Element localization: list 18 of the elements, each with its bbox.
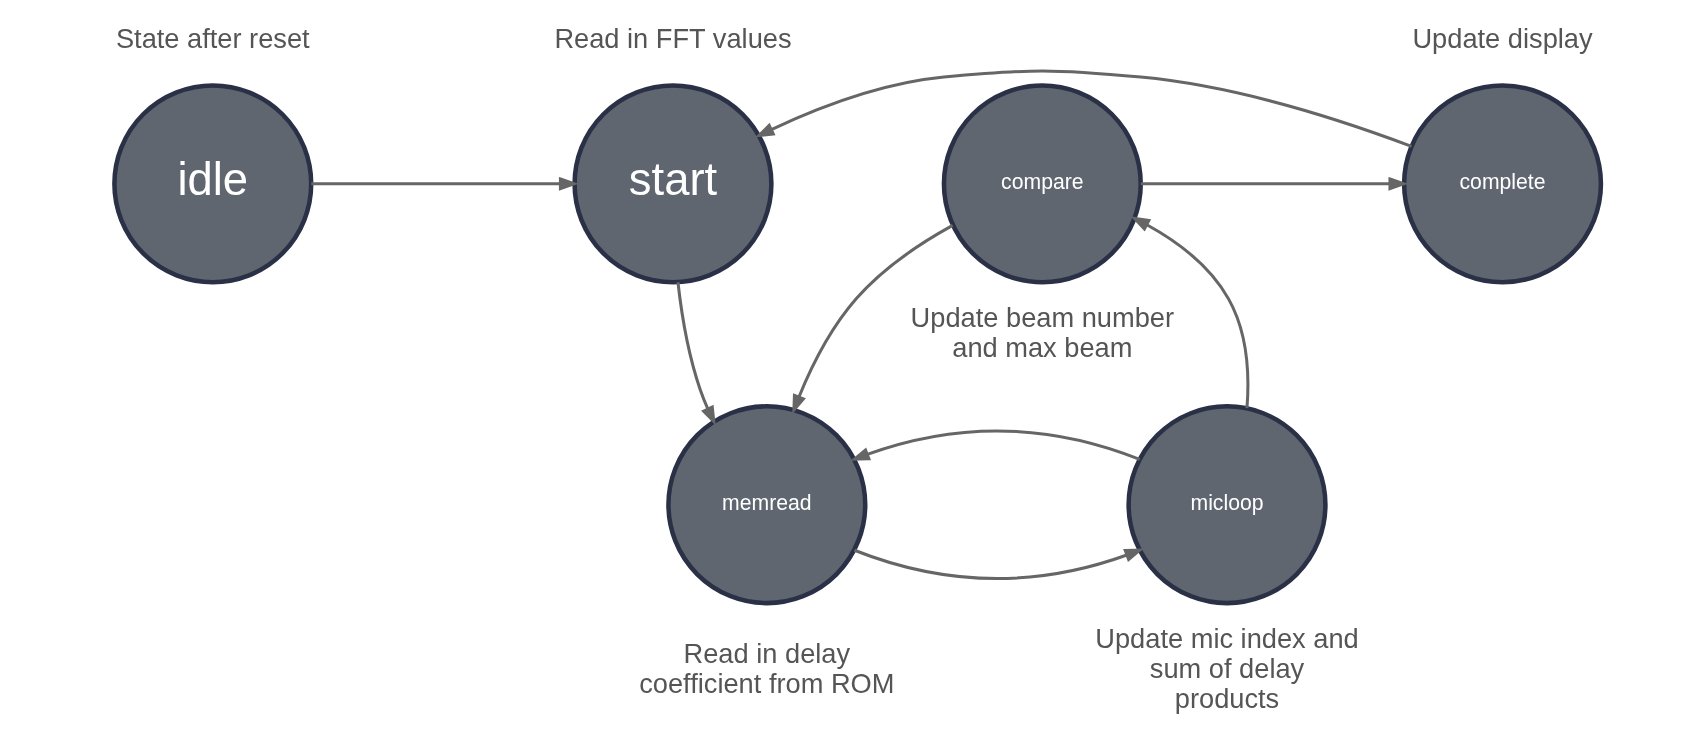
node-circle: idle	[111, 83, 313, 285]
node-label: Update mic index and sum of delay products	[1094, 622, 1359, 715]
node-circle: complete	[1401, 83, 1603, 285]
arrow	[754, 69, 1412, 148]
arrow	[1130, 216, 1249, 409]
arrow	[310, 176, 579, 191]
arrow	[853, 548, 1144, 580]
arrow	[675, 282, 716, 426]
arrow	[849, 429, 1140, 461]
node-label: Read in delay coefficient from ROM	[638, 637, 894, 700]
node-circle: micloop	[1125, 404, 1328, 606]
node-label: Update display	[1411, 23, 1593, 55]
node-label: Update beam number and max beam	[910, 301, 1174, 363]
arrow	[791, 224, 953, 415]
node-label: State after reset	[115, 23, 310, 55]
arrow	[1140, 176, 1408, 191]
node-label: Read in FFT values	[553, 23, 792, 55]
node-circle: compare	[941, 83, 1143, 285]
